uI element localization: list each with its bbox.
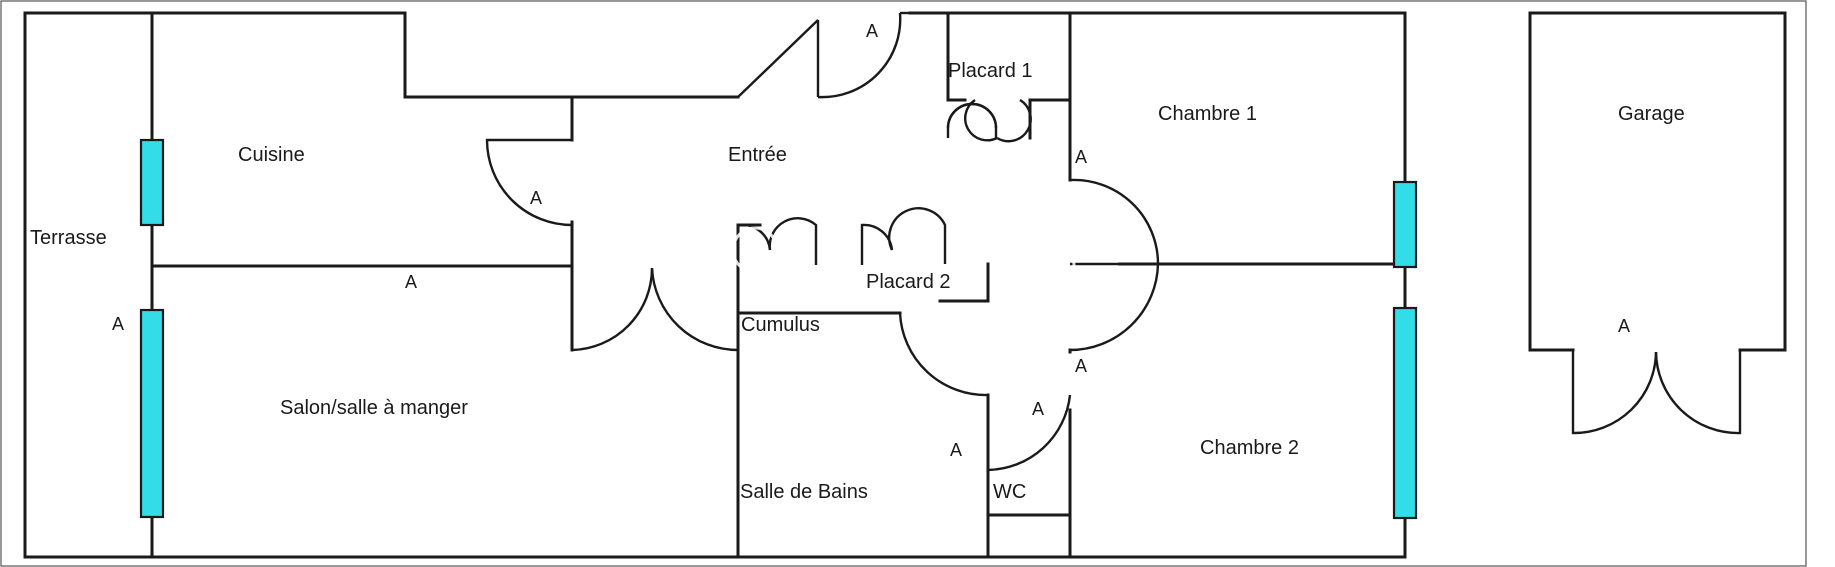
label-garage: Garage xyxy=(1618,103,1685,125)
marker-a: A xyxy=(1075,356,1087,376)
window-chambre1 xyxy=(1392,180,1418,269)
outer-walls xyxy=(23,11,1407,559)
label-placard1: Placard 1 xyxy=(948,60,1033,82)
label-salle-de-bains: Salle de Bains xyxy=(740,481,868,503)
room-labels: Terrasse Cuisine Entrée Placard 1 Chambr… xyxy=(30,60,1685,503)
garage xyxy=(1528,11,1787,435)
marker-a: A xyxy=(866,21,878,41)
window-chambre2 xyxy=(1392,306,1418,520)
marker-a: A xyxy=(1032,399,1044,419)
doors xyxy=(485,11,1160,472)
watermark xyxy=(731,226,1076,281)
label-wc: WC xyxy=(993,481,1026,503)
a-markers: A A A A A A A A A xyxy=(112,21,1630,460)
label-terrasse: Terrasse xyxy=(30,227,107,249)
label-salon: Salon/salle à manger xyxy=(280,397,468,419)
label-entree: Entrée xyxy=(728,144,787,166)
windows xyxy=(139,138,1418,520)
interior-walls xyxy=(150,11,1407,559)
label-chambre2: Chambre 2 xyxy=(1200,437,1299,459)
window-salon xyxy=(139,308,165,519)
window-cuisine xyxy=(139,138,165,227)
marker-a: A xyxy=(950,440,962,460)
label-cumulus: Cumulus xyxy=(741,314,820,336)
marker-a: A xyxy=(112,314,124,334)
marker-a: A xyxy=(1618,316,1630,336)
label-chambre1: Chambre 1 xyxy=(1158,103,1257,125)
marker-a: A xyxy=(405,272,417,292)
label-cuisine: Cuisine xyxy=(238,144,305,166)
marker-a: A xyxy=(530,188,542,208)
marker-a: A xyxy=(1075,147,1087,167)
label-placard2: Placard 2 xyxy=(866,271,951,293)
